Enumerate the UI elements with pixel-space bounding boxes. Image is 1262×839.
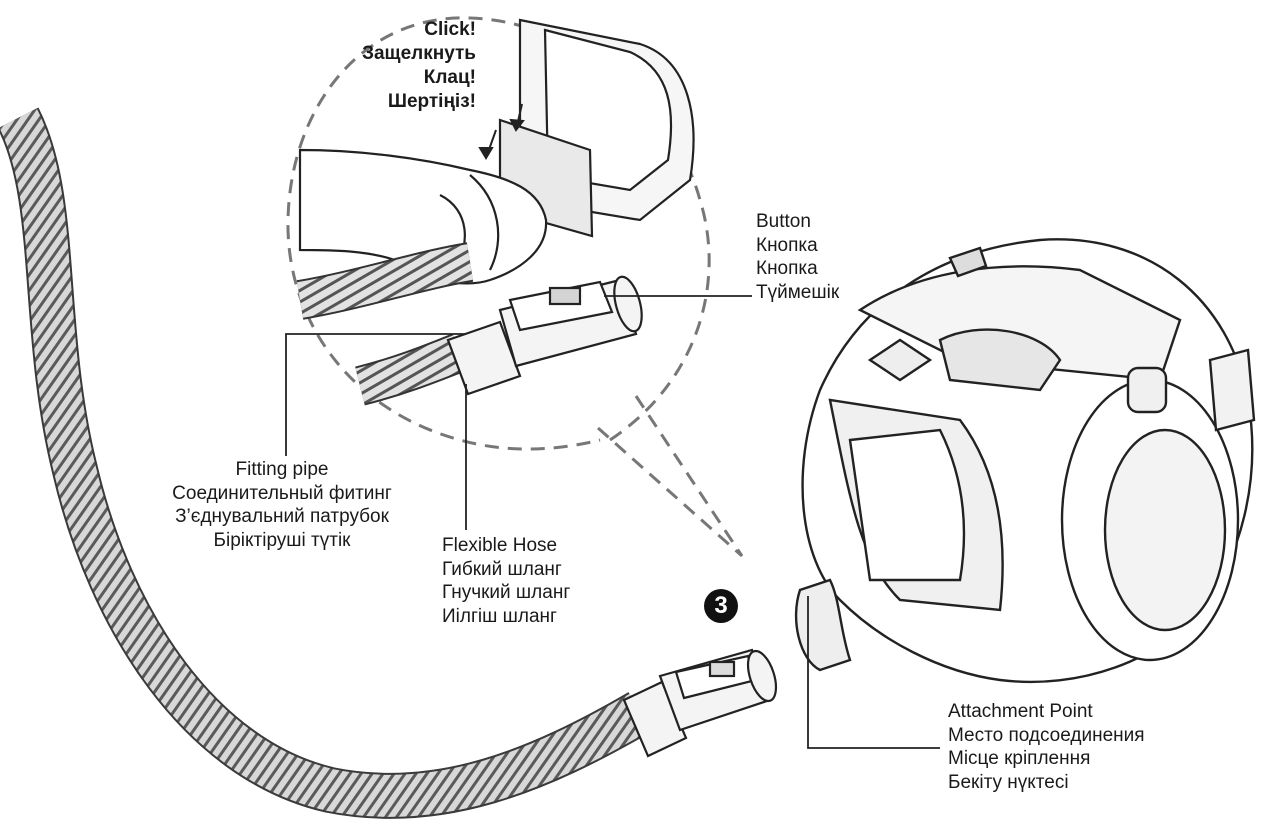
- fitting-pipe-label-uk: З’єднувальний патрубок: [175, 506, 389, 527]
- attachment-point-label-uk: Місце кріплення: [948, 748, 1091, 769]
- attachment-point-label-en: Attachment Point: [948, 701, 1093, 722]
- click-label-en: Click!: [424, 19, 476, 40]
- flexible-hose-long: [0, 107, 652, 819]
- button-label-kk: Түймешік: [756, 281, 840, 303]
- button-label: Button Кнопка Кнопка Түймешік: [756, 210, 839, 304]
- click-label-kk: Шертіңіз!: [387, 91, 476, 112]
- click-label-uk: Клац!: [423, 67, 476, 88]
- button-label-ru: Кнопка: [756, 234, 818, 256]
- fitting-pipe-label: Fitting pipe Соединительный фитинг З’єдн…: [130, 458, 434, 552]
- click-arrows: [478, 103, 525, 160]
- fitting-pipe-leader: [285, 333, 466, 456]
- button-label-uk: Кнопка: [756, 258, 818, 279]
- click-label: Click! Защелкнуть Клац! Шертіңіз!: [300, 18, 476, 114]
- attachment-point-label-kk: Бекіту нүктесі: [948, 771, 1069, 793]
- flexible-hose-label-ru: Гибкий шланг: [442, 558, 562, 580]
- fitting-pipe-label-ru: Соединительный фитинг: [172, 482, 392, 504]
- zoom-callout: [286, 16, 744, 558]
- hose-end-fitting: [622, 648, 778, 758]
- attachment-point-label: Attachment Point Место подсоединения Міс…: [948, 700, 1145, 794]
- zoom-hose-lower: [355, 333, 468, 406]
- attachment-point-leader: [807, 596, 940, 749]
- vacuum-cleaner: [794, 238, 1256, 684]
- zoom-hose-upper: [296, 242, 474, 320]
- leader-lines: [285, 295, 940, 749]
- flexible-hose-label: Flexible Hose Гибкий шланг Гнучкий шланг…: [442, 534, 570, 628]
- flexible-hose-label-en: Flexible Hose: [442, 535, 558, 556]
- zoom-fitting-pipe: [446, 275, 643, 396]
- attachment-point-label-ru: Место подсоединения: [948, 724, 1145, 746]
- fitting-pipe-label-en: Fitting pipe: [235, 459, 329, 480]
- step-number-badge: 3: [704, 589, 738, 623]
- button-label-en: Button: [756, 211, 811, 232]
- click-label-ru: Защелкнуть: [362, 43, 476, 64]
- flexible-hose-label-kk: Иілгіш шланг: [442, 605, 557, 627]
- fitting-pipe-label-kk: Біріктіруші түтік: [213, 529, 351, 551]
- flexible-hose-label-uk: Гнучкий шланг: [442, 582, 571, 603]
